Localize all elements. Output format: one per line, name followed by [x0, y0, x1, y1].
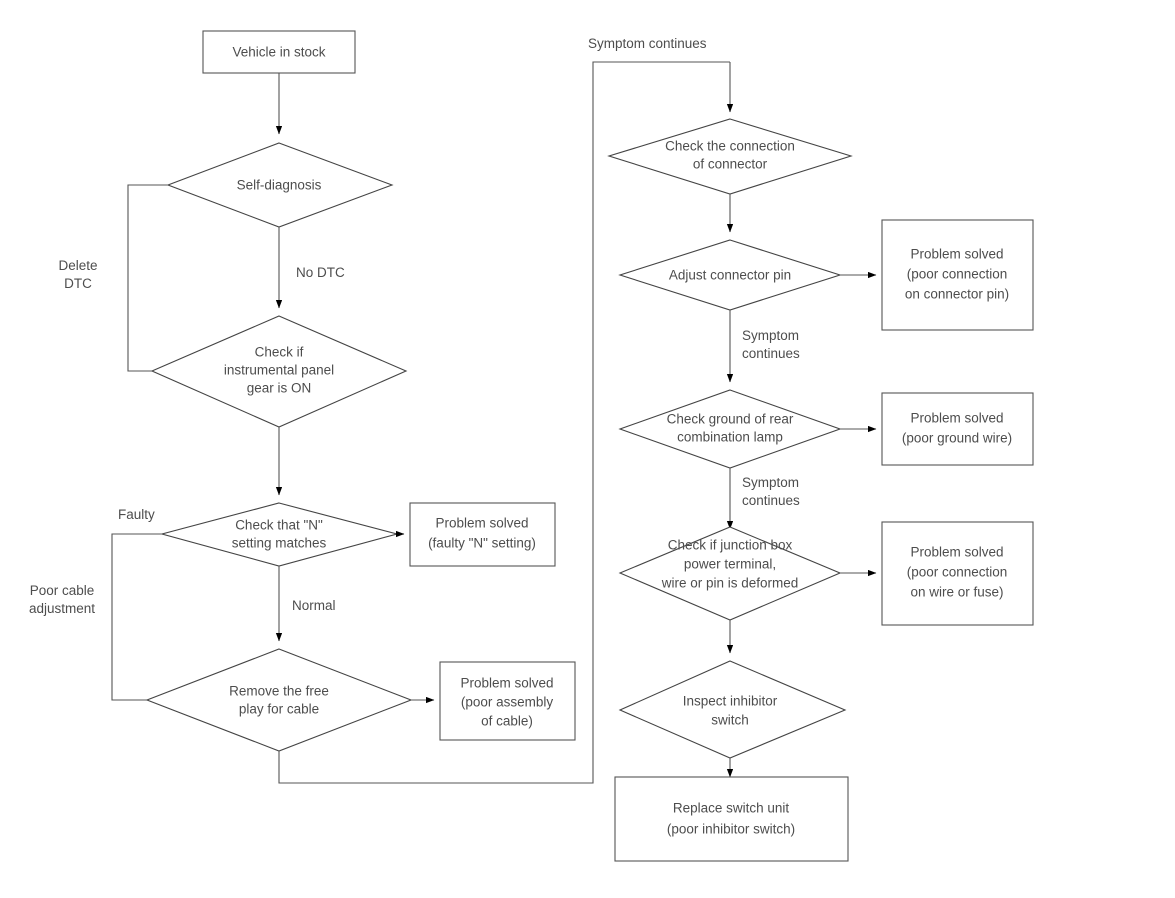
node-check-junction-box: Check if junction box power terminal, wi… [618, 526, 842, 621]
node-label-vehicle-in-stock: Vehicle in stock [232, 45, 325, 60]
node-vehicle-in-stock: Vehicle in stock [202, 30, 356, 74]
edge-label-faulty: Faulty [118, 507, 155, 522]
node-label-check-ground-line1: Check ground of rear [667, 412, 794, 427]
edge-faulty-loop [111, 533, 197, 704]
node-label-inspect-inhibitor-line2: switch [711, 713, 749, 728]
node-label-junction-line2: power terminal, [684, 557, 776, 572]
node-check-instrumental-panel: Check if instrumental panel gear is ON [150, 315, 408, 428]
node-label-junction-line1: Check if junction box [668, 538, 793, 553]
node-label-adjust-connector-pin: Adjust connector pin [669, 268, 791, 283]
node-remove-free-play-cable: Remove the free play for cable [145, 648, 413, 752]
edge-label-poor-cable-adjustment-line2: adjustment [29, 601, 95, 616]
node-label-inspect-inhibitor-line1: Inspect inhibitor [683, 694, 778, 709]
node-label-ps-nsetting-line2: (faulty "N" setting) [428, 536, 536, 551]
node-label-ps-connpin-line1: Problem solved [910, 247, 1003, 262]
node-check-connector-connection: Check the connection of connector [607, 118, 853, 195]
node-label-remove-play-line1: Remove the free [229, 684, 329, 699]
node-label-ps-cable-line1: Problem solved [460, 676, 553, 691]
node-label-check-panel-line3: gear is ON [247, 381, 312, 396]
node-inspect-inhibitor-switch: Inspect inhibitor switch [618, 660, 847, 759]
node-problem-solved-n-setting: Problem solved (faulty "N" setting) [409, 502, 556, 567]
edge-symptom-continues-main [278, 61, 730, 784]
node-label-ps-nsetting-line1: Problem solved [435, 516, 528, 531]
edge-label-symptom-continues-top: Symptom continues [588, 36, 707, 51]
node-label-replace-switch-line1: Replace switch unit [673, 801, 790, 816]
node-label-check-connector-line1: Check the connection [665, 139, 795, 154]
edge-delete-dtc-loop [127, 184, 203, 375]
edge-label-symptom-continues-pin-line2: continues [742, 346, 800, 361]
node-label-check-panel-line2: instrumental panel [224, 363, 334, 378]
node-label-check-n-line1: Check that "N" [235, 518, 323, 533]
node-problem-solved-ground-wire: Problem solved (poor ground wire) [881, 392, 1034, 466]
edge-label-symptom-continues-ground-line2: continues [742, 493, 800, 508]
node-self-diagnosis: Self-diagnosis [166, 142, 394, 228]
node-label-ps-connpin-line3: on connector pin) [905, 287, 1009, 302]
node-label-check-connector-line2: of connector [693, 157, 768, 172]
edge-label-no-dtc: No DTC [296, 265, 345, 280]
node-label-ps-ground-line1: Problem solved [910, 411, 1003, 426]
node-label-check-ground-line2: combination lamp [677, 430, 783, 445]
node-label-remove-play-line2: play for cable [239, 702, 319, 717]
node-problem-solved-wire-or-fuse: Problem solved (poor connection on wire … [881, 521, 1034, 626]
node-label-ps-ground-line2: (poor ground wire) [902, 431, 1012, 446]
node-label-ps-fuse-line1: Problem solved [910, 545, 1003, 560]
node-label-check-panel-line1: Check if [255, 345, 304, 360]
node-replace-switch-unit: Replace switch unit (poor inhibitor swit… [614, 776, 849, 862]
node-label-replace-switch-line2: (poor inhibitor switch) [667, 822, 795, 837]
edge-label-delete-dtc-line1: Delete [58, 258, 97, 273]
edge-label-symptom-continues-pin-line1: Symptom [742, 328, 799, 343]
edge-label-normal: Normal [292, 598, 336, 613]
node-adjust-connector-pin: Adjust connector pin [618, 239, 842, 311]
edge-label-delete-dtc-line2: DTC [64, 276, 92, 291]
edge-label-symptom-continues-ground-line1: Symptom [742, 475, 799, 490]
node-label-self-diagnosis: Self-diagnosis [237, 178, 322, 193]
node-problem-solved-connector-pin: Problem solved (poor connection on conne… [881, 219, 1034, 331]
node-check-ground-rear-lamp: Check ground of rear combination lamp [618, 389, 842, 469]
node-label-ps-fuse-line2: (poor connection [907, 565, 1008, 580]
node-problem-solved-cable-assembly: Problem solved (poor assembly of cable) [439, 661, 576, 741]
node-label-ps-fuse-line3: on wire or fuse) [910, 585, 1003, 600]
node-label-ps-connpin-line2: (poor connection [907, 267, 1008, 282]
node-check-n-setting: Check that "N" setting matches [159, 502, 400, 567]
node-label-junction-line3: wire or pin is deformed [661, 576, 799, 591]
edge-label-poor-cable-adjustment-line1: Poor cable [30, 583, 95, 598]
node-label-ps-cable-line2: (poor assembly [461, 695, 554, 710]
node-label-ps-cable-line3: of cable) [481, 714, 533, 729]
node-label-check-n-line2: setting matches [232, 536, 327, 551]
